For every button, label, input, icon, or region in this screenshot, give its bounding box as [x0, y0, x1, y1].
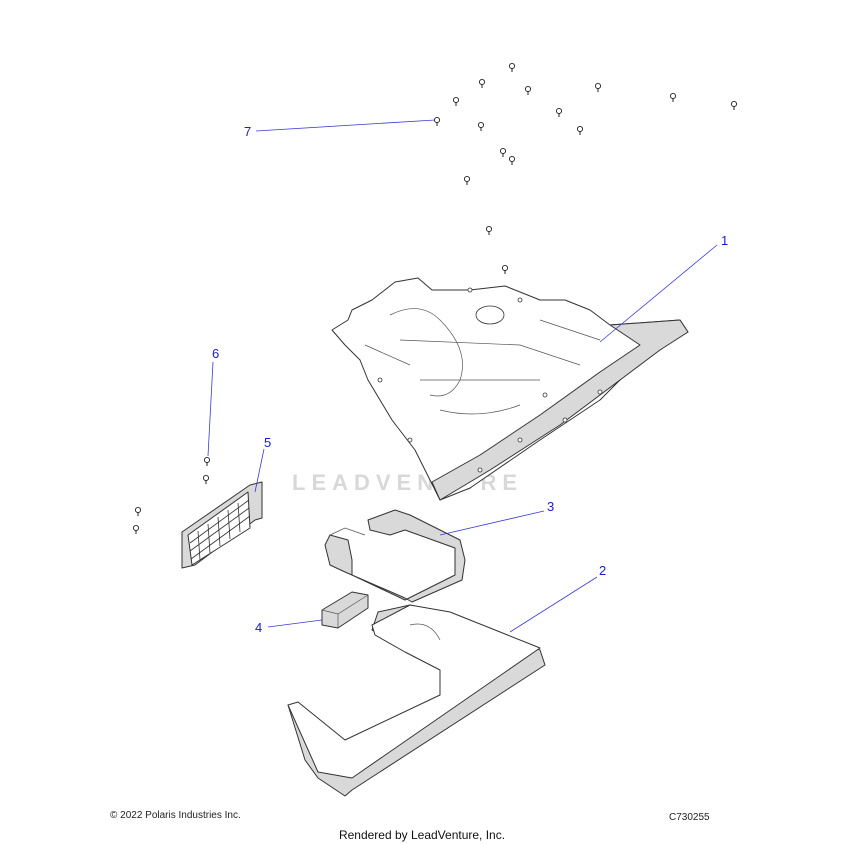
fastener-icon — [555, 107, 563, 117]
rendered-by-text: Rendered by LeadVenture, Inc. — [338, 828, 506, 842]
copyright-text: © 2022 Polaris Industries Inc. — [110, 810, 241, 821]
callout-3: 3 — [547, 499, 554, 514]
screw-icon — [132, 524, 140, 534]
part-1-skid-plate — [331, 277, 689, 501]
fastener-icon — [433, 116, 441, 126]
callout-5: 5 — [264, 435, 271, 450]
fastener-icon — [463, 175, 471, 185]
callout-7: 7 — [244, 124, 251, 139]
part-2-foam-pad — [287, 604, 546, 797]
fastener-icon — [485, 225, 493, 235]
fastener-icon — [576, 125, 584, 135]
leader-lines — [207, 119, 718, 633]
callout-6: 6 — [212, 346, 219, 361]
part-6-screws — [132, 456, 211, 534]
part-5-grille — [181, 481, 263, 569]
fastener-icon — [499, 147, 507, 157]
fastener-icon — [501, 264, 509, 274]
drawing-code: C730255 — [669, 812, 710, 823]
screw-icon — [203, 456, 211, 466]
fastener-icon — [508, 62, 516, 72]
callouts: 1 2 3 4 5 6 7 — [212, 124, 728, 635]
part-4-foam-block — [321, 591, 369, 629]
callout-1: 1 — [721, 233, 728, 248]
fastener-icon — [669, 92, 677, 102]
fastener-icon — [524, 85, 532, 95]
callout-2: 2 — [599, 563, 606, 578]
fastener-icon — [594, 82, 602, 92]
fastener-icon — [508, 155, 516, 165]
fastener-icon — [452, 96, 460, 106]
screw-icon — [134, 506, 142, 516]
part-7-fasteners — [433, 62, 738, 274]
fastener-icon — [477, 121, 485, 131]
fastener-icon — [478, 78, 486, 88]
screw-icon — [202, 474, 210, 484]
callout-4: 4 — [255, 620, 262, 635]
part-3-foam — [324, 509, 466, 603]
fastener-icon — [730, 100, 738, 110]
